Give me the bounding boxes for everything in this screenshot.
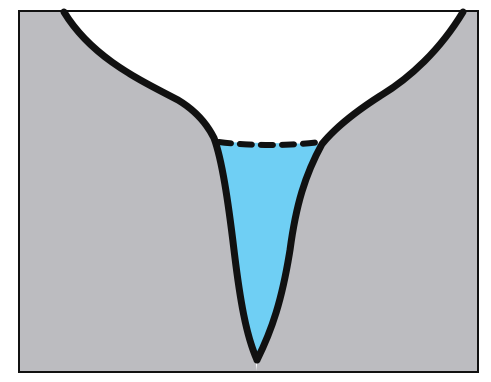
- solid-body-left: [20, 12, 256, 371]
